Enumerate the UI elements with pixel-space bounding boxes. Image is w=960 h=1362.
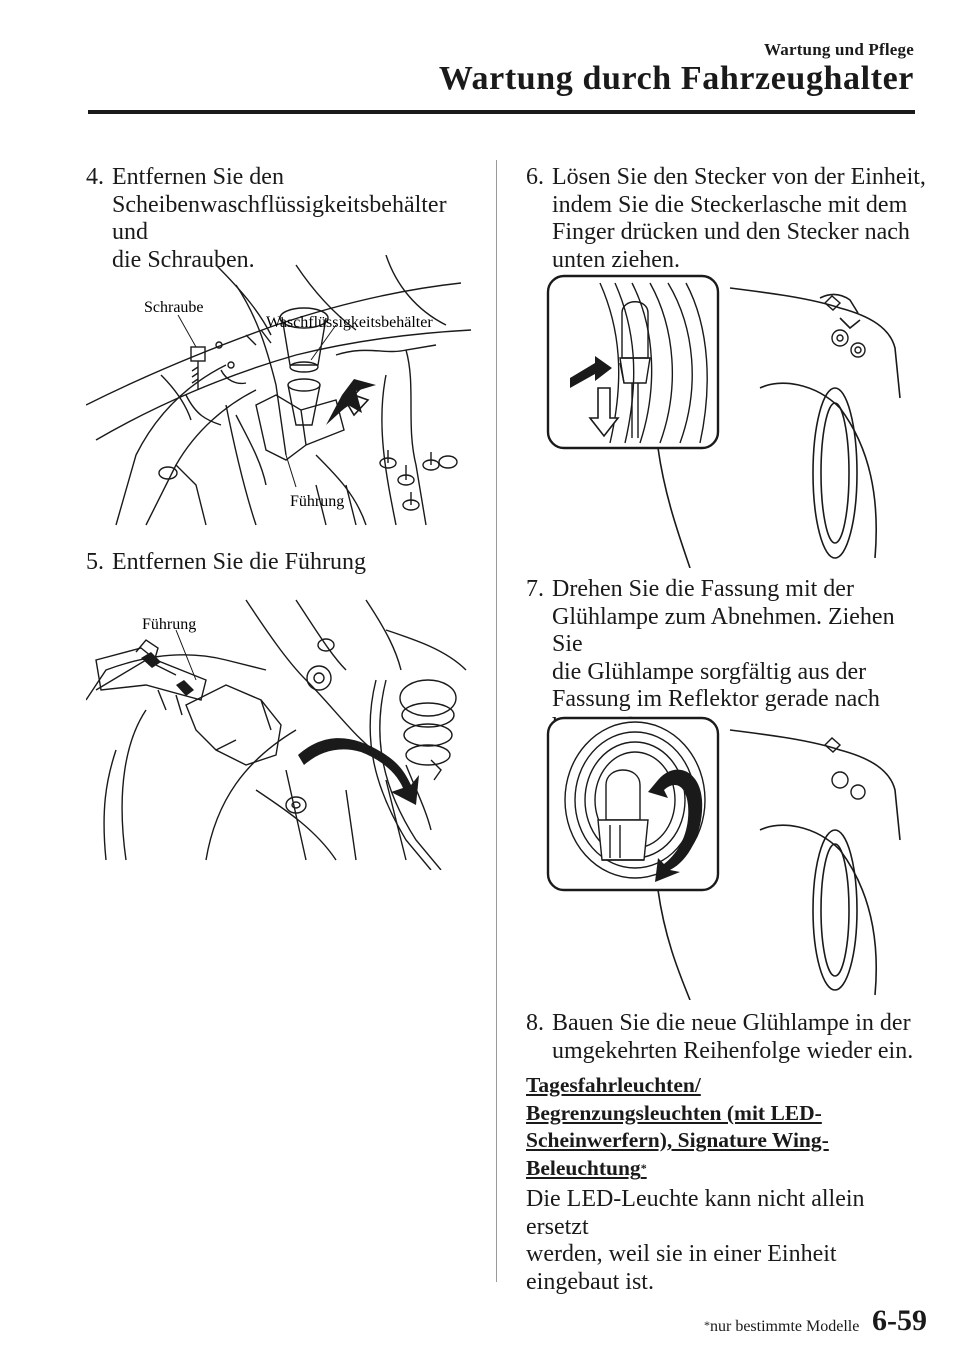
step-text-line: indem Sie die Steckerlasche mit dem: [552, 191, 908, 218]
figure-guide-removal: Führung: [86, 590, 476, 870]
figure-connector: [540, 268, 920, 568]
step-7: 7. Drehen Sie die Fassung mit der Glühla…: [526, 576, 926, 741]
guide-illustration: Führung: [86, 599, 467, 870]
body-paragraph: Die LED-Leuchte kann nicht allein ersetz…: [526, 1186, 926, 1296]
step-number: 5.: [86, 549, 104, 575]
step-5: 5. Entfernen Sie die Führung: [86, 549, 486, 577]
section-title: Wartung durch Fahrzeughalter: [438, 60, 914, 97]
model-note-star: *: [640, 1160, 647, 1175]
page-number: 6-59: [872, 1304, 927, 1337]
figure-washer-tank: Schraube Waschflüssigkeitsbehälter Führu…: [86, 255, 476, 530]
figure-socket-rotate: [540, 710, 920, 1000]
header-rule: [88, 110, 915, 114]
body-line: eingebaut ist.: [526, 1268, 654, 1295]
label-waschfluessigkeitsbehaelter: Waschflüssigkeitsbehälter: [266, 314, 433, 331]
step-6: 6. Lösen Sie den Stecker von der Einheit…: [526, 164, 926, 274]
step-text-line: Bauen Sie die neue Glühlampe in der: [552, 1010, 911, 1036]
label-fuehrung: Führung: [142, 616, 196, 633]
step-number: 4.: [86, 164, 104, 190]
subheading-line: Tagesfahrleuchten/: [526, 1073, 701, 1097]
subheading-line: Scheinwerfern), Signature Wing-: [526, 1128, 829, 1152]
step-number: 6.: [526, 164, 544, 190]
step-text-line: Finger drücken und den Stecker nach: [552, 219, 910, 245]
section-title-small: Wartung und Pflege: [763, 40, 914, 59]
footer-star: *: [704, 1318, 710, 1332]
step-number: 7.: [526, 576, 544, 602]
socket-illustration: [546, 716, 901, 1000]
step-text-line: Lösen Sie den Stecker von der Einheit,: [552, 164, 926, 190]
engine-bay-illustration: Schraube Waschflüssigkeitsbehälter Führu…: [86, 255, 472, 526]
label-fuehrung: Führung: [290, 493, 344, 510]
label-schraube: Schraube: [144, 299, 204, 316]
footer-note: *nur bestimmte Modelle: [704, 1318, 859, 1336]
step-text-line: unten ziehen.: [552, 246, 680, 273]
body-line: werden, weil sie in einer Einheit: [526, 1241, 837, 1267]
step-text-line: Fassung im Reflektor gerade nach: [552, 686, 880, 712]
step-text-line: umgekehrten Reihenfolge wieder ein.: [552, 1037, 914, 1064]
step-text-line: Entfernen Sie die Führung: [112, 549, 366, 575]
step-8: 8. Bauen Sie die neue Glühlampe in der u…: [526, 1010, 926, 1065]
column-divider: [496, 160, 497, 1282]
body-line: Die LED-Leuchte kann nicht allein ersetz…: [526, 1186, 865, 1240]
step-text-line: die Schrauben.: [112, 246, 255, 273]
step-text-line: Entfernen Sie den: [112, 164, 284, 190]
step-number: 8.: [526, 1010, 544, 1036]
subheading-line: Beleuchtung: [526, 1155, 641, 1180]
subheading: Tagesfahrleuchten/ Begrenzungsleuchten (…: [526, 1072, 846, 1182]
connector-illustration: [546, 274, 901, 568]
subheading-line: Begrenzungsleuchten (mit LED-: [526, 1100, 822, 1125]
step-text-line: Drehen Sie die Fassung mit der: [552, 576, 854, 602]
step-text-line: Glühlampe zum Abnehmen. Ziehen Sie: [552, 603, 895, 658]
footer-note-text: nur bestimmte Modelle: [710, 1318, 860, 1335]
step-4: 4. Entfernen Sie den Scheibenwaschflüssi…: [86, 164, 486, 274]
step-text-line: die Glühlampe sorgfältig aus der: [552, 658, 867, 685]
step-text-line: Scheibenwaschflüssigkeitsbehälter und: [112, 191, 447, 246]
